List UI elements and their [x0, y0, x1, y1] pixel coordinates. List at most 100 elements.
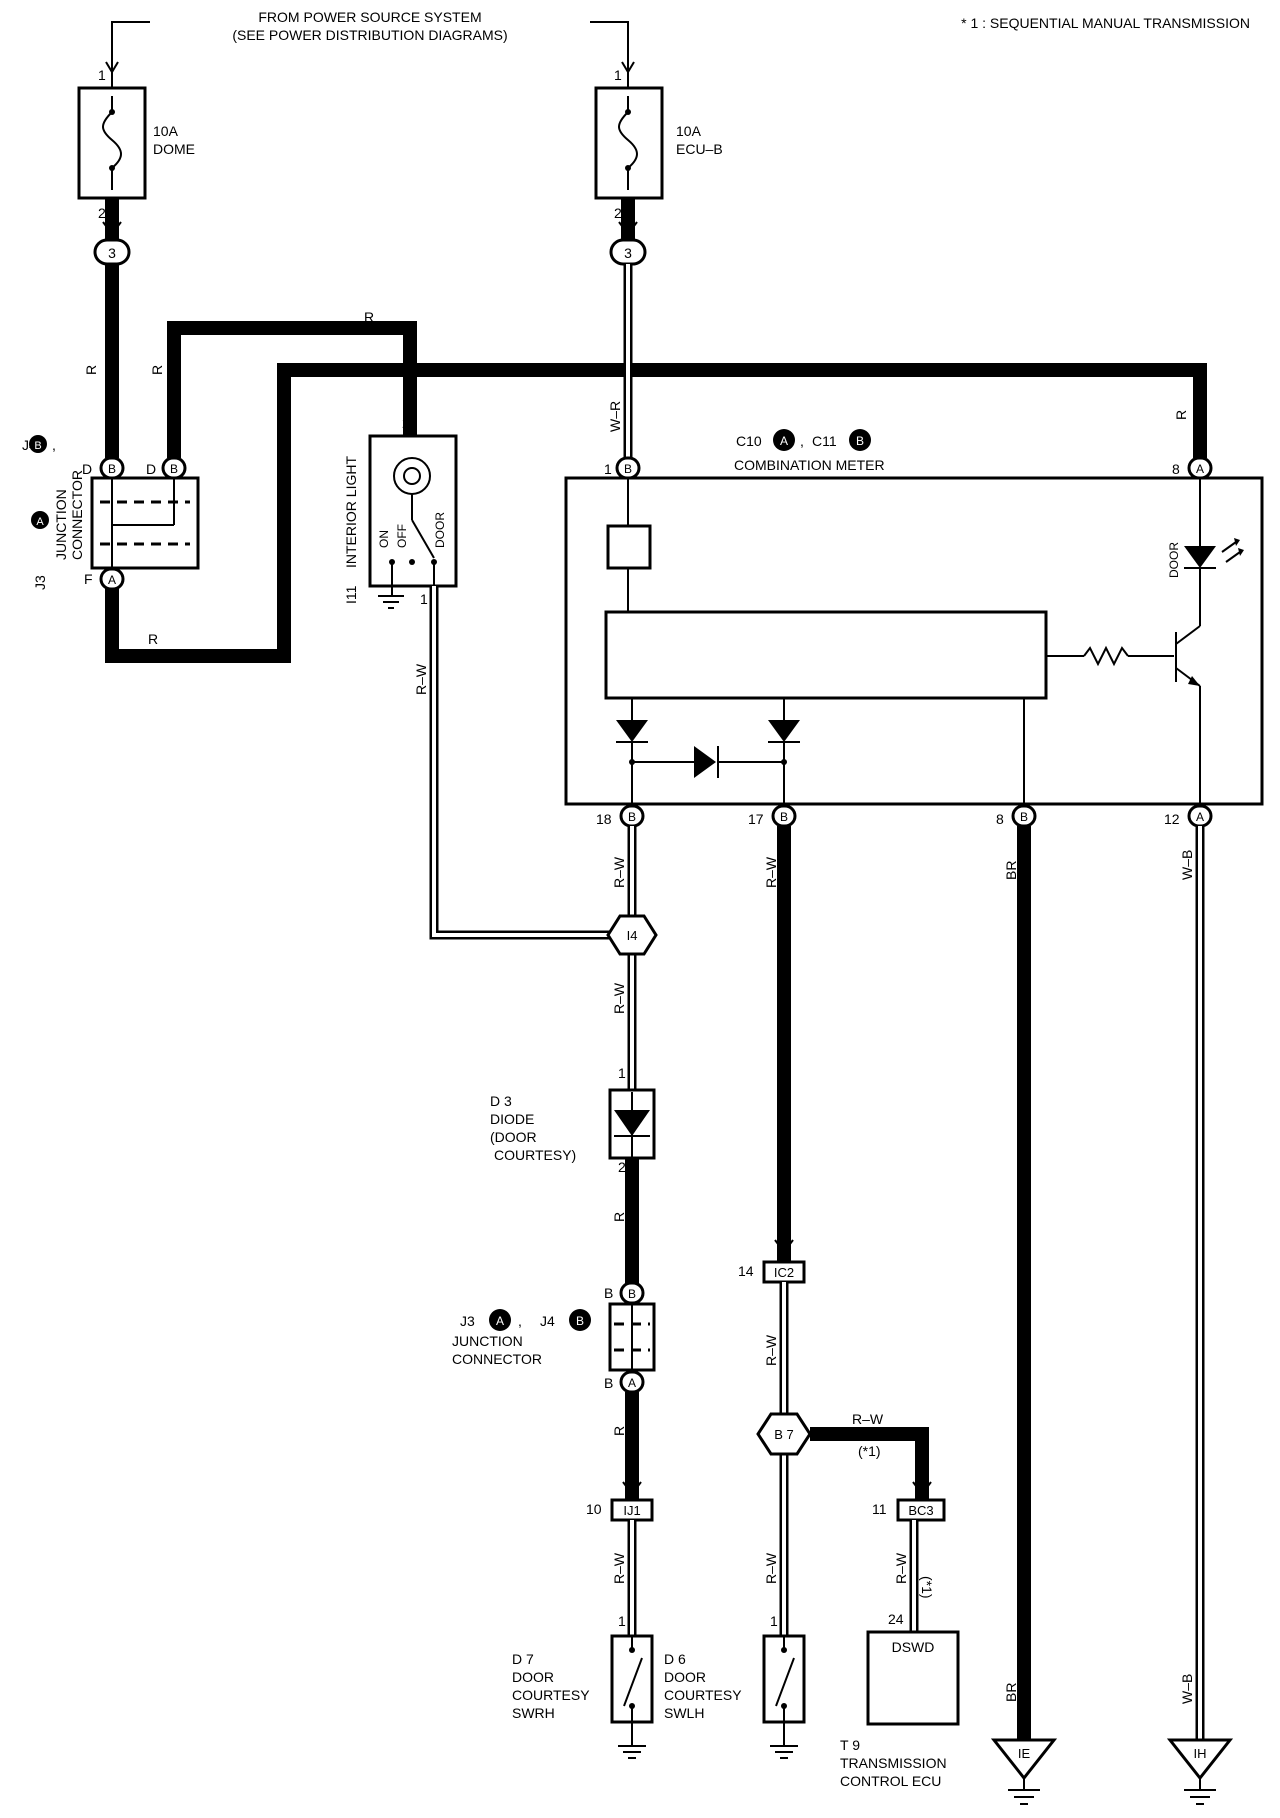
power-source-subtitle: (SEE POWER DISTRIBUTION DIAGRAMS): [232, 27, 507, 43]
footnote: * 1 : SEQUENTIAL MANUAL TRANSMISSION: [961, 15, 1250, 31]
wire-label-br-1: BR: [1003, 861, 1019, 880]
svg-text:24: 24: [888, 1611, 904, 1627]
wire-r-w-17: [774, 826, 794, 1262]
fuse-ecub-rating: 10A: [676, 123, 702, 139]
interior-light-pin-bottom: 1: [420, 591, 428, 607]
svg-text:F: F: [84, 571, 93, 587]
svg-text:,: ,: [518, 1313, 522, 1329]
power-source-title: FROM POWER SOURCE SYSTEM: [258, 9, 481, 25]
svg-text:B: B: [34, 440, 41, 452]
transmission-ecu: 24 DSWD T 9 TRANSMISSION CONTROL ECU: [840, 1611, 960, 1789]
jc-top-label-1: JUNCTION: [53, 489, 69, 560]
jc-top-label-2: CONNECTOR: [69, 470, 85, 560]
interior-light-door: DOOR: [433, 512, 447, 548]
fuse-dome-pin-in: 1: [98, 67, 106, 83]
wire-label-r-w-7: R–W: [763, 1552, 779, 1584]
combination-meter: C10 A , C11 B COMBINATION METER 1 B 8 A …: [564, 429, 1264, 828]
wire-label-r-6: R: [611, 1212, 627, 1222]
svg-text:B: B: [624, 462, 632, 476]
svg-text:17: 17: [748, 811, 764, 827]
svg-text:BC3: BC3: [908, 1503, 933, 1518]
connector-bc3: 11 BC3: [872, 1498, 946, 1522]
svg-text:B: B: [856, 434, 864, 448]
ground-ie: IE: [990, 1738, 1058, 1805]
wire-r-harness: [105, 264, 1207, 663]
svg-text:11: 11: [872, 1501, 887, 1517]
wire-label-r-w-8: R–W: [893, 1552, 909, 1584]
wire-label-r-5: R: [1173, 410, 1189, 420]
fuse-ecub: 1 10A ECU–B 2 3: [590, 21, 723, 266]
svg-text:DOOR: DOOR: [512, 1669, 554, 1685]
fuse-ecub-pin-in: 1: [614, 67, 622, 83]
svg-text:1: 1: [618, 1065, 626, 1081]
svg-text:2: 2: [618, 1159, 626, 1175]
svg-text:CONTROL ECU: CONTROL ECU: [840, 1773, 941, 1789]
meter-ic: [604, 610, 1048, 700]
svg-text:B: B: [628, 1287, 636, 1301]
svg-text:A: A: [1196, 810, 1204, 824]
diode-label-1: DIODE: [490, 1111, 534, 1127]
wire-label-r-4: R: [148, 631, 158, 647]
diode-label-3: COURTESY): [494, 1147, 576, 1163]
svg-text:B: B: [604, 1375, 613, 1391]
fuse-dome: 1 10A DOME 2 3: [77, 21, 195, 266]
svg-text:DOOR: DOOR: [664, 1669, 706, 1685]
interior-light-id: I11: [343, 585, 359, 604]
meter-id-a: C10: [736, 433, 762, 449]
svg-text:IH: IH: [1194, 1746, 1207, 1761]
svg-text:B 7: B 7: [774, 1427, 794, 1442]
svg-text:8: 8: [1172, 461, 1180, 477]
svg-text:B: B: [576, 1314, 584, 1328]
svg-text:IJ1: IJ1: [623, 1503, 640, 1518]
wire-label-r-w-3: R–W: [611, 982, 627, 1014]
fuse-dome-pin-out: 2: [98, 205, 106, 221]
svg-text:D 7: D 7: [512, 1651, 534, 1667]
svg-text:,: ,: [800, 433, 804, 449]
diode-label-2: (DOOR: [490, 1129, 537, 1145]
svg-text:A: A: [36, 516, 44, 528]
junction-connector-top: J4 B , J3 JUNCTION CONNECTOR A D B D B F…: [22, 435, 200, 591]
fuse-dome-element: [102, 96, 122, 190]
svg-text:10: 10: [586, 1501, 602, 1517]
fuse-ecub-pin-out: 2: [614, 205, 622, 221]
connector-ij1: 10 IJ1: [586, 1498, 654, 1522]
svg-text:A: A: [108, 573, 116, 587]
svg-text:A: A: [496, 1314, 504, 1328]
svg-text:1: 1: [604, 461, 612, 477]
svg-text:D: D: [82, 461, 92, 477]
svg-text:B: B: [170, 462, 178, 476]
meter-name: COMBINATION METER: [734, 457, 885, 473]
diode-d3: 1 2 D 3 DIODE (DOOR COURTESY): [490, 1065, 656, 1175]
wire-label-sm-note-2: (*1): [919, 1576, 935, 1599]
meter-diode-3: [694, 746, 716, 778]
wire-label-w-r: W–R: [607, 401, 623, 432]
ecu-terminal-dswd: DSWD: [892, 1639, 935, 1655]
svg-text:COURTESY: COURTESY: [512, 1687, 590, 1703]
interior-light-pin-top: 2: [402, 415, 410, 431]
svg-text:1: 1: [770, 1613, 778, 1629]
diode-id: D 3: [490, 1093, 512, 1109]
svg-text:B: B: [604, 1285, 613, 1301]
meter-diode-1: [616, 720, 648, 742]
interior-light-name: INTERIOR LIGHT: [343, 456, 359, 568]
wire-label-r-1: R: [83, 365, 99, 375]
fuse-ecub-element: [618, 96, 638, 190]
meter-resistor: [1083, 645, 1129, 667]
svg-text:TRANSMISSION: TRANSMISSION: [840, 1755, 947, 1771]
wire-label-w-b-2: W–B: [1179, 1674, 1195, 1704]
wire-label-r-w-6: R–W: [763, 1334, 779, 1366]
door-indicator-led: [1184, 546, 1216, 568]
jc-bottom-label-1: JUNCTION: [452, 1333, 523, 1349]
svg-text:12: 12: [1164, 811, 1180, 827]
svg-text:,: ,: [52, 437, 56, 453]
jc-top-body: [90, 476, 200, 570]
wire-label-r-w-5: R–W: [763, 856, 779, 888]
svg-text:IC2: IC2: [774, 1265, 794, 1280]
svg-text:SWLH: SWLH: [664, 1705, 704, 1721]
fuse-ecub-name: ECU–B: [676, 141, 723, 157]
jc-bottom-label-2: CONNECTOR: [452, 1351, 542, 1367]
jc-bottom-id-a: J3: [460, 1313, 475, 1329]
ground-interior-light: [378, 595, 404, 609]
svg-text:SWRH: SWRH: [512, 1705, 555, 1721]
svg-text:8: 8: [996, 811, 1004, 827]
